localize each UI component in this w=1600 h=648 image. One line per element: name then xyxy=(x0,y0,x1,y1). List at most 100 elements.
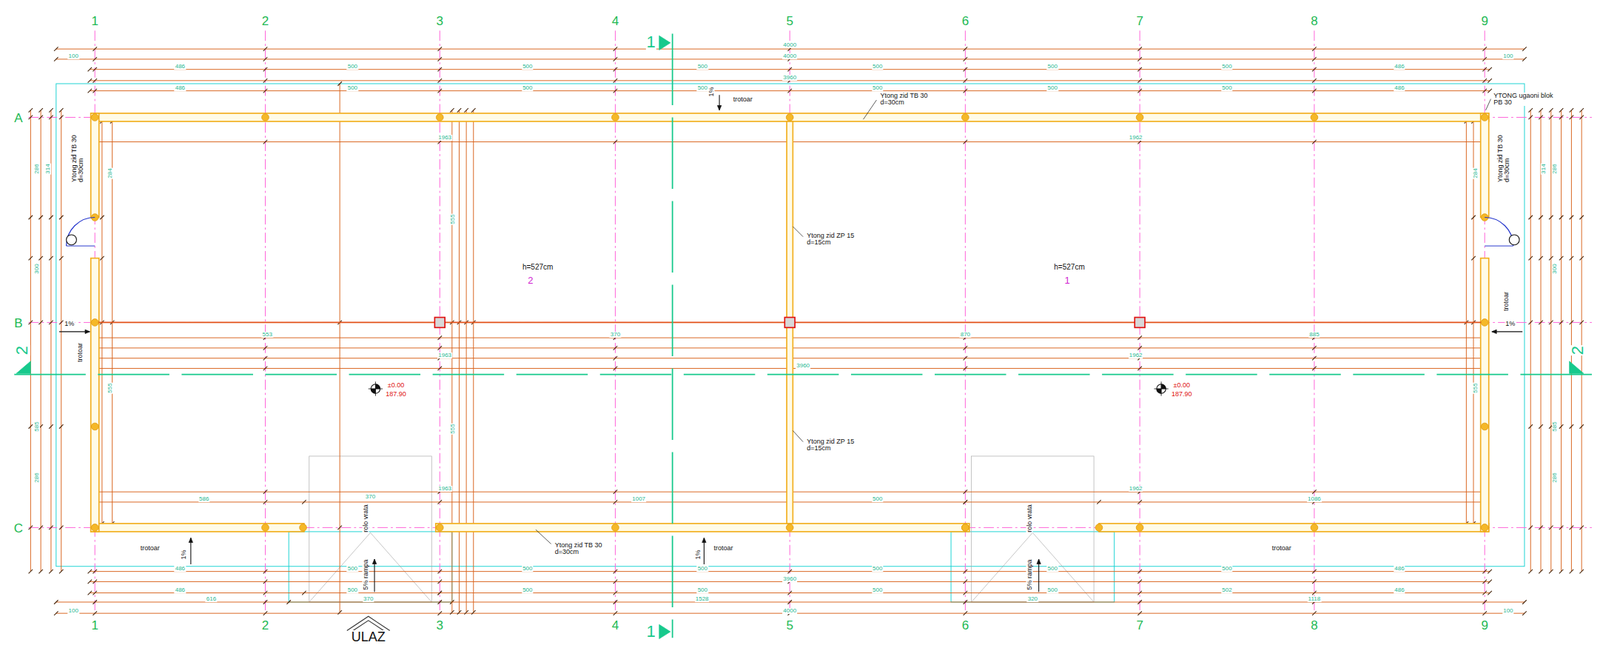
dimension-tick xyxy=(92,88,97,94)
room-height: h=527cm xyxy=(1053,263,1085,271)
dimension-text: 555 xyxy=(449,422,456,434)
dimension-tick xyxy=(54,599,59,604)
dimension-text: 4000 xyxy=(782,42,798,49)
arrow-head xyxy=(85,329,90,334)
dimension-tick xyxy=(48,256,54,261)
ramp-slope-line xyxy=(971,532,1094,602)
light-symbol xyxy=(66,234,77,245)
dimension-text: 500 xyxy=(347,586,359,593)
dimension-tick xyxy=(963,345,968,351)
dimension-text: 500 xyxy=(871,586,883,593)
grid-axis-label: 6 xyxy=(961,14,970,27)
dimension-tick xyxy=(1569,569,1575,574)
dimension-tick xyxy=(1579,569,1584,574)
dimension-text: 486 xyxy=(1393,85,1405,92)
annotation-note: rolo vrata xyxy=(361,503,369,534)
ramp-outline xyxy=(950,531,1115,602)
dimension-tick xyxy=(471,108,476,113)
dimension-tick xyxy=(1312,579,1317,584)
dimension-text: 286 xyxy=(1551,472,1558,484)
dimension-text: 314 xyxy=(45,162,52,174)
dimension-tick xyxy=(963,569,968,574)
dimension-tick xyxy=(1312,610,1317,615)
annotation-note: trotoar xyxy=(1271,544,1293,552)
entrance-symbol xyxy=(347,615,391,630)
sidewalk-outline xyxy=(56,83,1525,567)
dimension-text: 500 xyxy=(1221,63,1233,70)
grid-axis-label: 2 xyxy=(261,617,270,631)
dimension-tick xyxy=(48,108,54,113)
dimension-line xyxy=(60,110,62,572)
dimension-tick xyxy=(438,599,443,604)
dimension-tick xyxy=(1528,525,1533,530)
dimension-tick xyxy=(438,499,443,504)
dimension-tick xyxy=(1482,88,1487,94)
dimension-tick xyxy=(1137,569,1142,574)
ramp-outline xyxy=(288,531,453,602)
dimension-tick xyxy=(99,215,105,220)
dimension-tick xyxy=(613,88,618,94)
dimension-tick xyxy=(1528,115,1533,120)
dimension-tick xyxy=(1538,569,1544,574)
entrance-symbol xyxy=(353,620,384,631)
dimension-tick xyxy=(963,499,968,504)
dimension-tick xyxy=(88,579,93,584)
column xyxy=(1135,523,1144,532)
dimension-tick xyxy=(1548,215,1554,220)
column xyxy=(1480,523,1489,532)
dimension-tick xyxy=(38,320,43,325)
dimension-tick xyxy=(613,355,618,361)
dimension-tick xyxy=(92,579,97,584)
dimension-tick xyxy=(1548,256,1554,261)
level-elevation: ±0.00 xyxy=(1172,381,1191,388)
dimension-tick xyxy=(48,115,54,120)
dimension-tick xyxy=(48,215,54,220)
arrow-head xyxy=(702,537,707,542)
leader-line xyxy=(1486,99,1492,111)
steel-column xyxy=(784,317,795,328)
dimension-text: 1962 xyxy=(1128,352,1144,359)
dimension-tick xyxy=(1137,78,1142,83)
dimension-tick xyxy=(613,56,618,62)
dimension-text: 500 xyxy=(1047,63,1059,70)
dimension-tick xyxy=(1569,256,1575,261)
dimension-tick xyxy=(1559,115,1564,120)
arrow-head xyxy=(717,105,721,110)
dimension-tick xyxy=(1569,115,1575,120)
dimension-tick xyxy=(1548,569,1554,574)
dimension-tick xyxy=(1559,320,1564,325)
level-elevation: 187.90 xyxy=(1170,390,1193,398)
dimension-text: 553 xyxy=(261,331,274,338)
dimension-tick xyxy=(337,525,342,530)
dimension-tick xyxy=(1312,88,1317,94)
dimension-text: 486 xyxy=(174,565,186,572)
dimension-tick xyxy=(48,569,54,574)
ramp-slope-line xyxy=(309,532,432,602)
grid-axis-label: 6 xyxy=(961,617,970,631)
column xyxy=(612,523,620,532)
level-elevation: 187.90 xyxy=(384,390,408,398)
grid-axis xyxy=(28,321,1592,323)
dimension-text: 500 xyxy=(1221,565,1233,572)
dimension-tick xyxy=(438,78,443,83)
dimension-text: 500 xyxy=(871,565,883,572)
dimension-tick xyxy=(88,78,93,83)
dimension-text: 300 xyxy=(1551,262,1558,274)
dimension-tick xyxy=(457,609,462,615)
dimension-tick xyxy=(787,590,792,596)
dimension-text: 486 xyxy=(1393,565,1405,572)
exterior-wall xyxy=(1480,113,1489,218)
dimension-tick xyxy=(1538,108,1544,113)
dimension-text: 286 xyxy=(1551,162,1558,174)
dimension-tick xyxy=(38,215,43,220)
annotation-note: trotoar xyxy=(732,95,754,103)
column xyxy=(435,523,444,532)
dimension-tick xyxy=(263,590,268,596)
dimension-text: 500 xyxy=(347,85,359,92)
dimension-tick xyxy=(1137,599,1142,604)
dimension-tick xyxy=(438,88,443,94)
dimension-tick xyxy=(1538,115,1544,120)
dimension-tick xyxy=(1137,345,1142,351)
dimension-text: 1962 xyxy=(1128,134,1144,141)
